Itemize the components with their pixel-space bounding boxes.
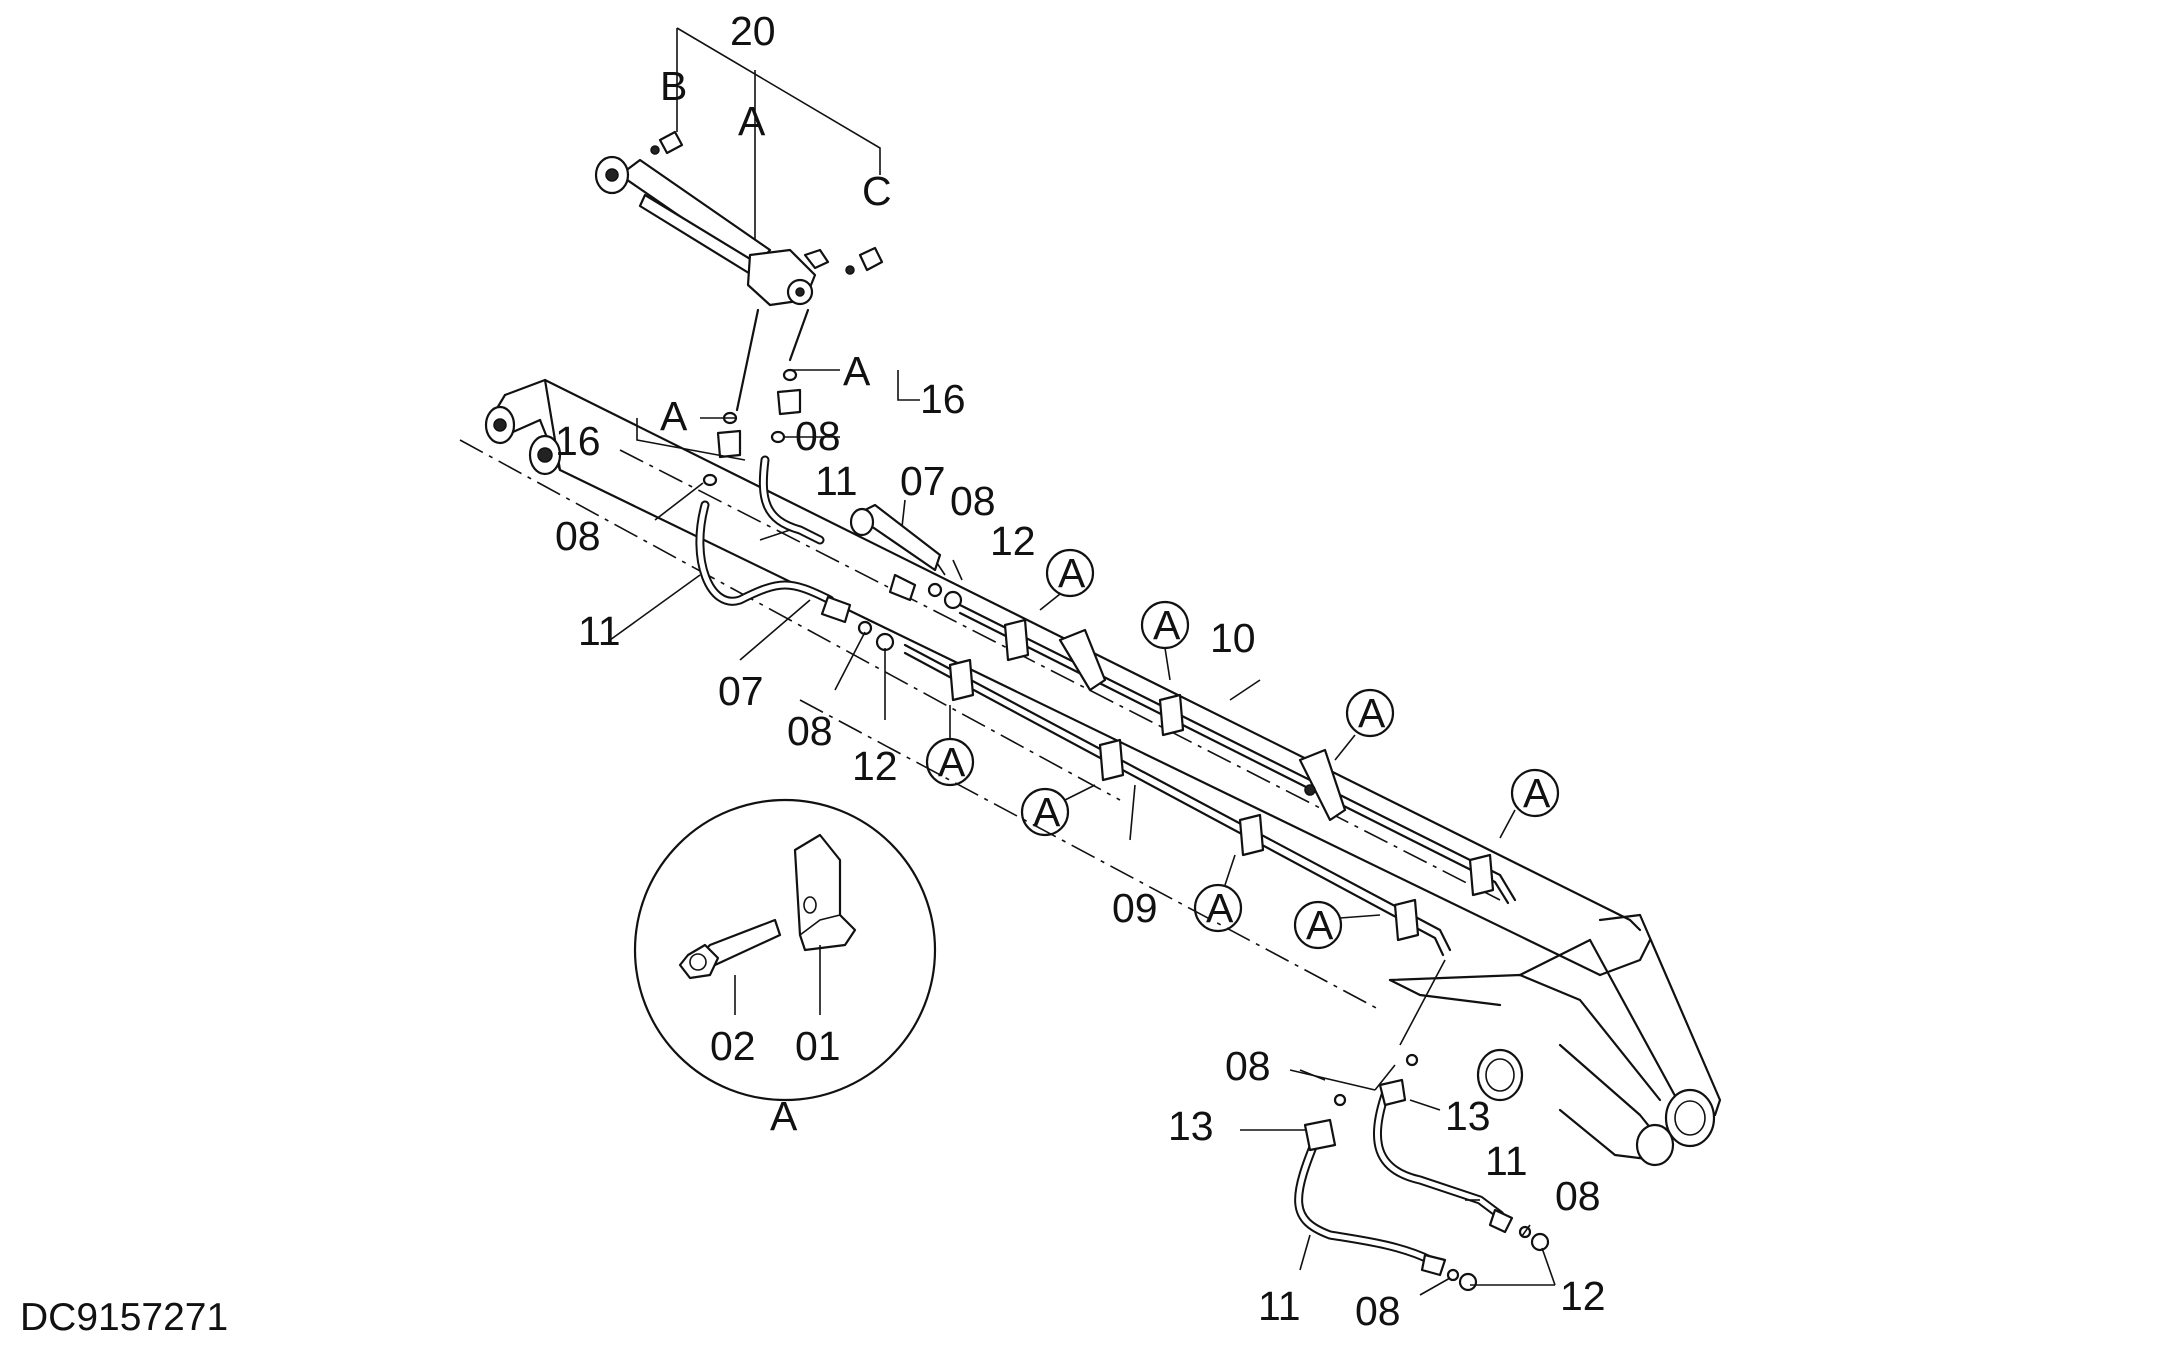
drawing-id: DC9157271 [20,1296,228,1339]
callout-letter: A [938,739,966,785]
label-08-c: 08 [950,478,996,524]
callout-circles [925,548,1560,950]
callout-letter: A [1153,602,1181,648]
cylinder-assembly [594,27,884,412]
upper-fittings [636,368,920,521]
label-b: B [660,63,687,109]
arm-body [459,378,1722,1167]
label-07-a: 07 [900,458,946,504]
hoses-right [1240,959,1556,1296]
part-labels: 20 B A C A 16 A 16 08 08 11 11 07 08 12 … [555,8,1606,1334]
label-02: 02 [710,1023,756,1069]
callout-letter: A [1058,550,1086,596]
label-08-e: 08 [1225,1043,1271,1089]
label-11-b: 11 [578,608,621,654]
callout-letter: A [1523,770,1551,816]
label-11-d: 11 [1258,1283,1301,1329]
label-13-right: 13 [1445,1093,1491,1139]
pipes [849,503,1517,957]
callout-letter: A [1033,789,1061,835]
label-08-d: 08 [787,708,833,754]
label-09: 09 [1112,885,1158,931]
label-11-c: 11 [1485,1138,1528,1184]
label-12-b: 12 [852,743,898,789]
label-08-f: 08 [1555,1173,1601,1219]
leaders [1129,679,1326,1081]
label-07-b: 07 [718,668,764,714]
label-13-left: 13 [1168,1103,1214,1149]
label-a-fitting-right: A [843,348,871,394]
label-01: 01 [795,1023,841,1069]
label-c: C [862,168,892,214]
label-12-c: 12 [1560,1273,1606,1319]
label-20: 20 [730,8,776,54]
label-11-a: 11 [815,458,858,504]
label-16-right: 16 [920,376,966,422]
label-16-left: 16 [555,418,601,464]
callout-letter: A [1358,690,1386,736]
label-08-g: 08 [1355,1288,1401,1334]
label-08-b: 08 [555,513,601,559]
callout-letters: A A A A A A A A [938,550,1551,948]
callout-letter: A [1306,902,1334,948]
callout-letter: A [1206,885,1234,931]
hoses-left [609,455,963,720]
label-08-a: 08 [795,413,841,459]
label-10: 10 [1210,615,1256,661]
label-12-a: 12 [990,518,1036,564]
label-detail-a: A [770,1093,798,1139]
label-a-cylinder: A [738,98,766,144]
detail-a [633,798,937,1102]
label-a-fitting-left: A [660,393,688,439]
